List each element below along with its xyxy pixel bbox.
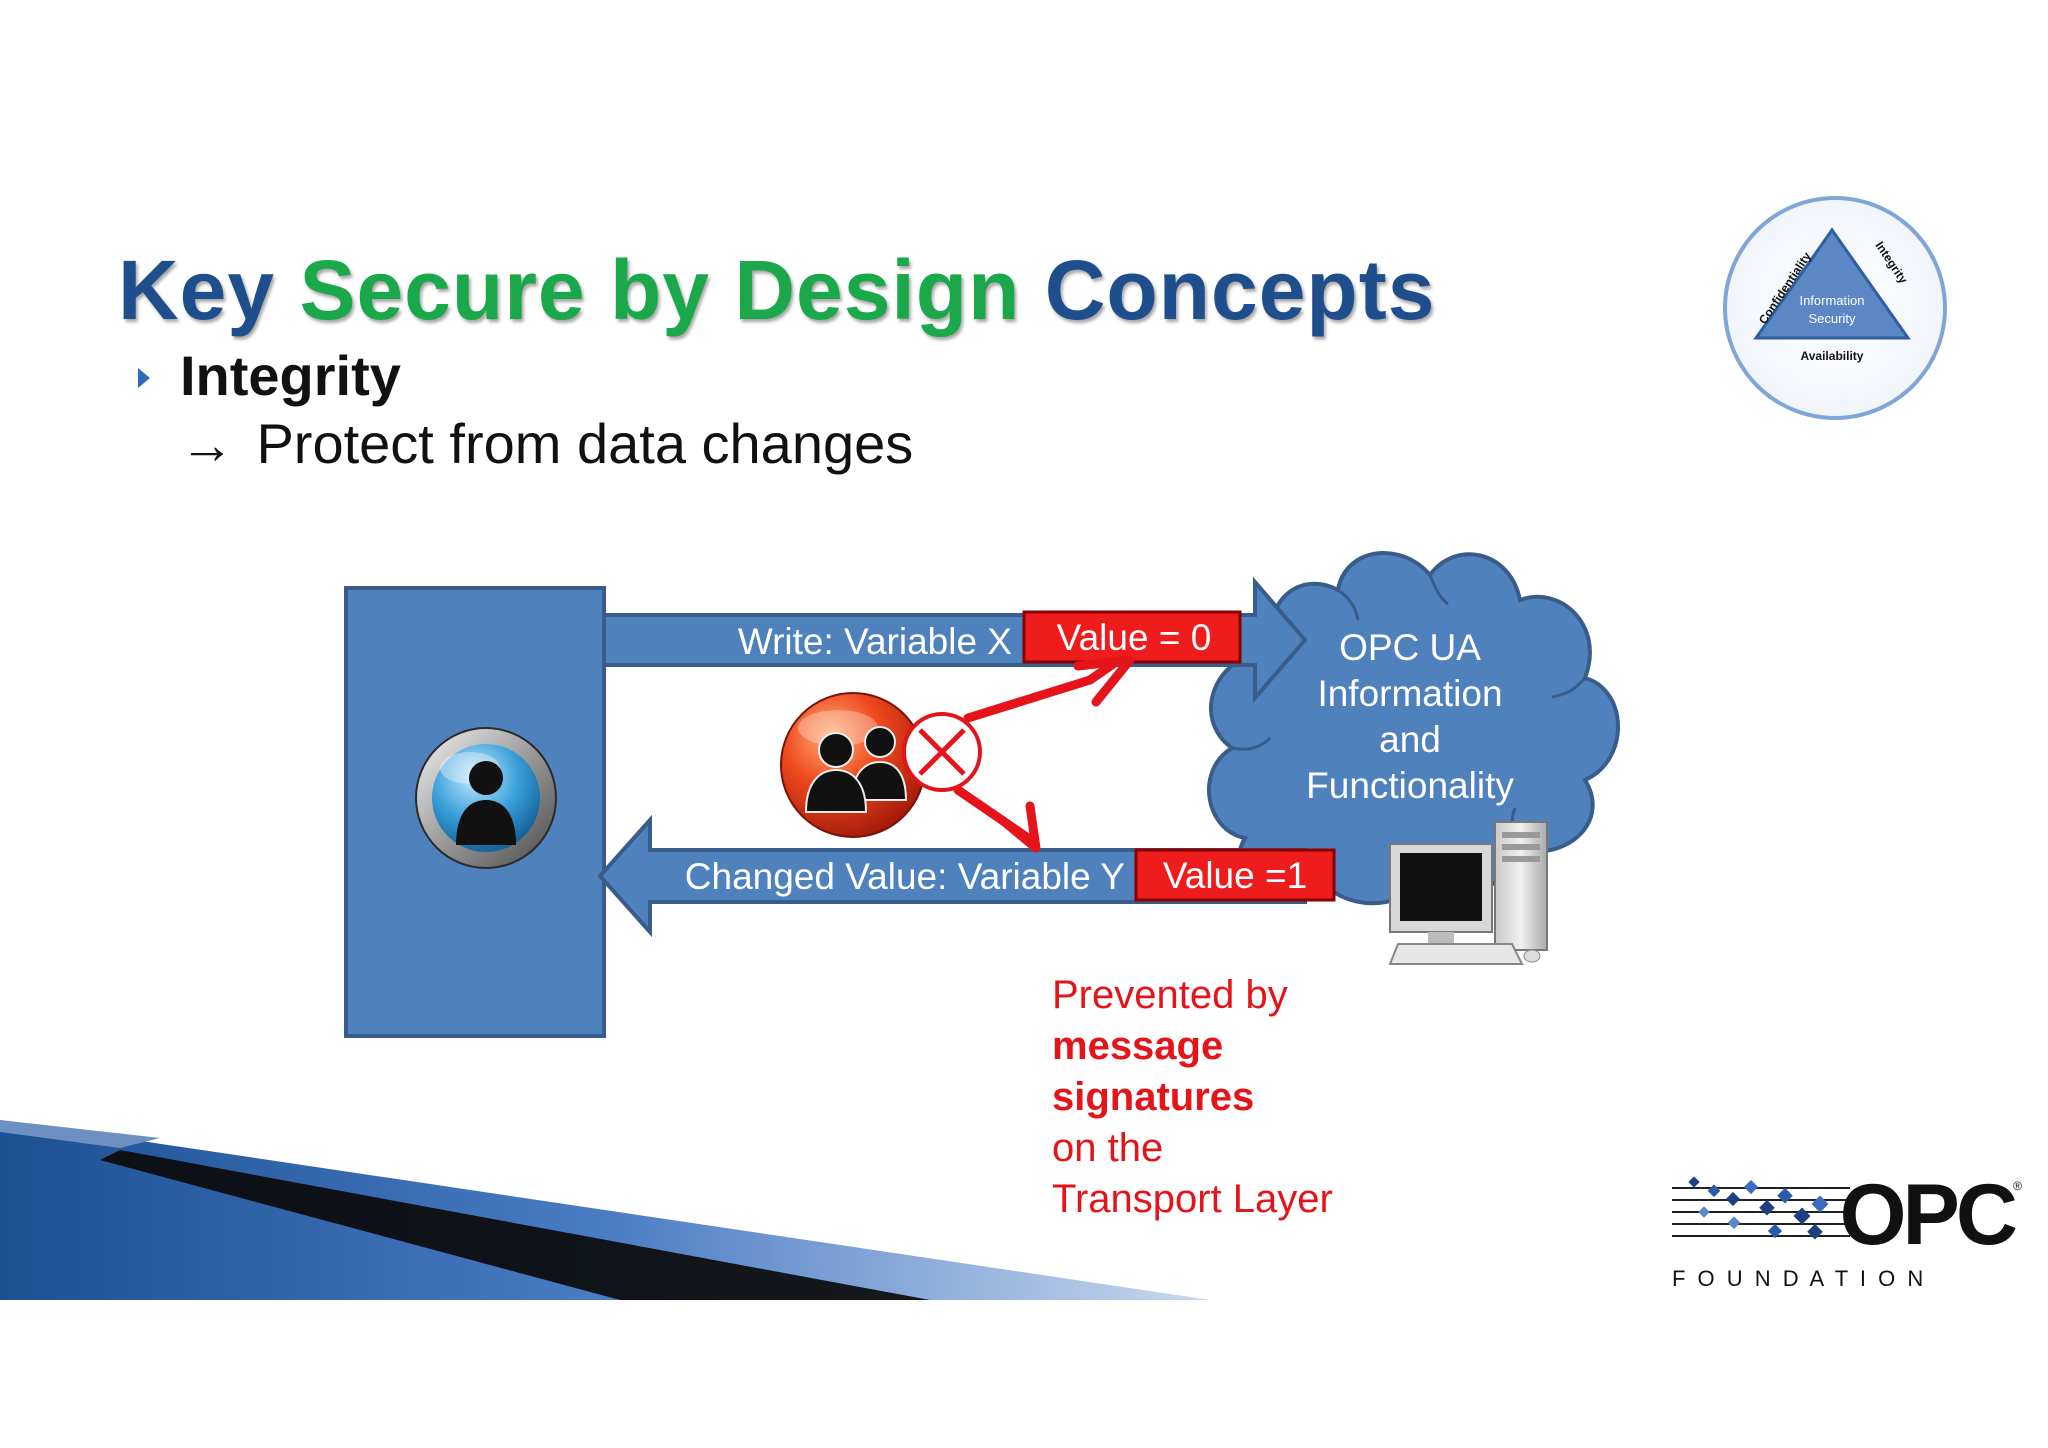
- note-line-4: on the: [1052, 1126, 1164, 1170]
- note-line-2: message: [1052, 1024, 1224, 1068]
- title-part-key: Key: [118, 243, 300, 337]
- changed-value-arrow: Changed Value: Variable Y: [597, 814, 1307, 938]
- blocked-x-icon: [902, 712, 982, 792]
- write-value-text: Value = 0: [1057, 617, 1212, 658]
- cloud-line-1: OPC UA: [1339, 627, 1481, 668]
- opc-foundation-logo: OPC ® F O U N D A T I O N: [1672, 1168, 2022, 1291]
- subpoint-text: Protect from data changes: [256, 412, 914, 475]
- logo-dot-pattern: [1672, 1176, 1850, 1240]
- note-line-1: Prevented by: [1052, 973, 1288, 1017]
- note-line-5: Transport Layer: [1052, 1177, 1333, 1221]
- attacker-group-icon: [780, 692, 926, 838]
- title-part-secure: Secure by Design: [299, 243, 1021, 337]
- prevention-note: Prevented by message signatures on the T…: [1052, 970, 1382, 1225]
- changed-value-text: Value =1: [1163, 855, 1307, 896]
- title-part-concepts: Concepts: [1020, 243, 1436, 337]
- opc-ua-cloud: OPC UA Information and Functionality: [1207, 551, 1620, 906]
- changed-arrow-label: Changed Value: Variable Y: [685, 856, 1125, 897]
- logo-registered-mark: ®: [2013, 1179, 2022, 1193]
- triad-center-line-1: Information: [1799, 293, 1864, 308]
- cloud-line-4: Functionality: [1306, 765, 1514, 806]
- write-value-badge: Value = 0: [1022, 610, 1242, 664]
- write-arrow: Write: Variable X: [602, 576, 1308, 704]
- triad-bottom-label: Availability: [1801, 349, 1864, 363]
- note-line-3: signatures: [1052, 1075, 1255, 1119]
- user-icon: [415, 727, 557, 869]
- cloud-line-3: and: [1379, 719, 1441, 760]
- bullet-marker-icon: [138, 368, 150, 388]
- bullet-label: Integrity: [180, 344, 401, 407]
- subpoint: → Protect from data changes: [180, 412, 913, 477]
- right-arrow-icon: →: [180, 415, 234, 475]
- cloud-line-2: Information: [1317, 673, 1502, 714]
- changed-value-badge: Value =1: [1134, 848, 1336, 902]
- logo-wordmark: OPC: [1840, 1168, 2016, 1263]
- write-arrow-label: Write: Variable X: [738, 621, 1012, 662]
- logo-tagline: F O U N D A T I O N: [1672, 1266, 1926, 1291]
- computer-icon: [1388, 821, 1548, 965]
- triad-center-line-2: Security: [1809, 311, 1856, 326]
- security-triad-icon: Confidentiality Integrity Information Se…: [1723, 196, 1947, 420]
- attack-arrows: [953, 655, 1135, 853]
- slide-title: Key Secure by Design Concepts: [118, 240, 1435, 340]
